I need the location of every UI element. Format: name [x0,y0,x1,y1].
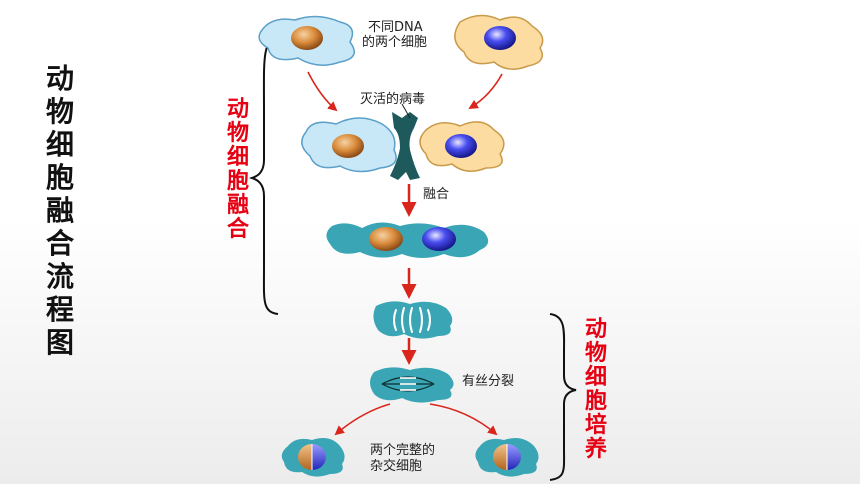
label-hybrid-cells: 杂交细胞 [370,459,423,474]
chromosome-cell [373,301,453,339]
yellow-cell-top [454,14,544,70]
arrow-to-hybrid-right [429,403,498,436]
flowchart-title: 动物细胞融合流程图 [45,62,74,359]
arrow-to-hybrid-left [334,403,391,436]
label-two-complete: 两个完整的 [370,443,436,458]
label-mitosis: 有丝分裂 [462,374,515,389]
blue-cell-top [258,15,355,66]
label-fusion: 融合 [423,187,450,202]
fused-cell [326,222,489,258]
cell-culture-label: 动物细胞培养 [584,317,607,462]
left-brace [248,37,279,315]
blue-cell-second [301,117,397,173]
hybrid-cell-left [281,438,345,477]
virus-pointer [401,103,411,119]
label-different-dna: 不同DNA [368,20,423,35]
label-two-cells: 的两个细胞 [362,35,428,50]
right-brace [549,313,577,481]
inactivated-virus [390,112,420,180]
arrow-right-down [468,73,503,109]
arrow-left-down [307,71,338,112]
label-inactivated-virus: 灭活的病毒 [360,92,426,107]
hybrid-cell-right [475,438,539,477]
yellow-cell-second [419,121,505,172]
cell-fusion-label: 动物细胞融合 [226,97,249,242]
mitosis-cell [370,367,454,403]
